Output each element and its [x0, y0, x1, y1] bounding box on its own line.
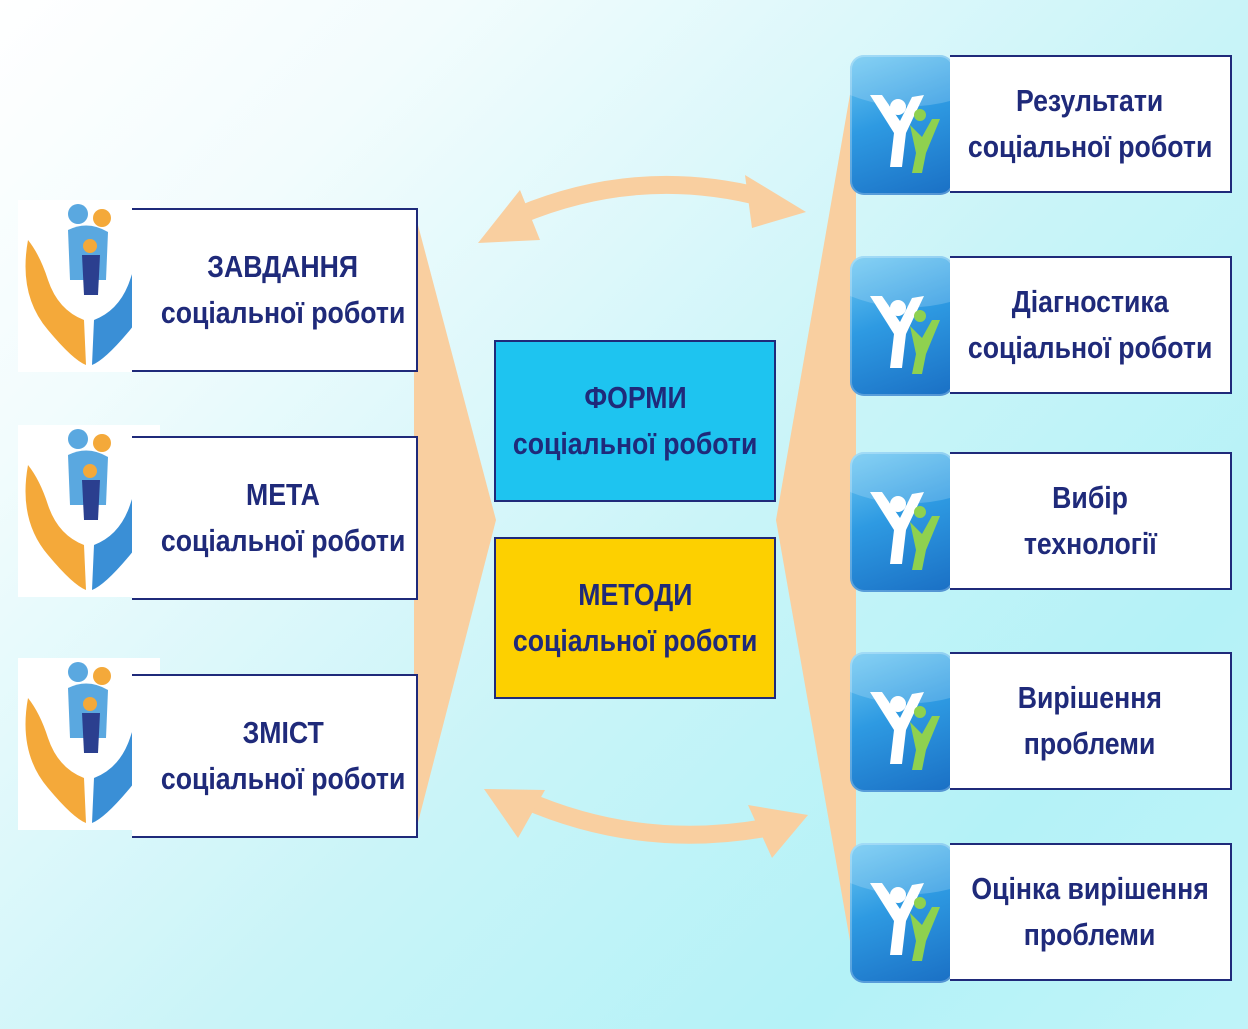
- center-box-subtitle: соціальної роботи: [512, 623, 758, 658]
- bottom-double-arrow: [484, 789, 808, 858]
- right-box-diagnostyka: Діагностика соціальної роботи: [950, 256, 1232, 394]
- left-box-meta: МЕТА соціальної роботи: [132, 436, 418, 600]
- right-box-line1: Вирішення: [1017, 679, 1163, 715]
- right-fan-connector: [776, 60, 856, 975]
- people-figures-icon: [850, 652, 954, 792]
- right-box-line2: соціальної роботи: [967, 330, 1213, 365]
- center-box-formy: ФОРМИ соціальної роботи: [494, 340, 776, 502]
- right-box-line1: Оцінка вирішення: [971, 870, 1209, 906]
- right-box-rezultaty: Результати соціальної роботи: [950, 55, 1232, 193]
- right-box-line2: проблеми: [1024, 917, 1156, 952]
- people-figures-icon: [850, 256, 954, 396]
- left-box-title: ЗАВДАННЯ: [207, 248, 359, 284]
- right-box-line2: технології: [1023, 526, 1157, 561]
- right-box-line1: Діагностика: [1011, 283, 1169, 319]
- right-box-line2: проблеми: [1024, 726, 1156, 761]
- center-box-title: МЕТОДИ: [577, 576, 693, 612]
- right-box-vybir: Вибір технології: [950, 452, 1232, 590]
- left-box-subtitle: соціальної роботи: [160, 761, 406, 796]
- left-box-zavdannia: ЗАВДАННЯ соціальної роботи: [132, 208, 418, 372]
- left-box-subtitle: соціальної роботи: [160, 523, 406, 558]
- left-fan-connector: [414, 210, 496, 838]
- people-figures-icon: [850, 55, 954, 195]
- right-box-vyrishennia: Вирішення проблеми: [950, 652, 1232, 790]
- top-double-arrow: [478, 175, 806, 243]
- left-box-title: МЕТА: [246, 476, 320, 512]
- left-box-title: ЗМІСТ: [242, 714, 324, 750]
- right-box-line1: Результати: [1016, 82, 1164, 118]
- right-box-line1: Вибір: [1052, 479, 1128, 515]
- right-box-otsinka: Оцінка вирішення проблеми: [950, 843, 1232, 981]
- center-box-subtitle: соціальної роботи: [512, 426, 758, 461]
- center-box-metody: МЕТОДИ соціальної роботи: [494, 537, 776, 699]
- left-box-zmist: ЗМІСТ соціальної роботи: [132, 674, 418, 838]
- left-box-subtitle: соціальної роботи: [160, 295, 406, 330]
- people-figures-icon: [850, 843, 954, 983]
- center-box-title: ФОРМИ: [583, 379, 687, 415]
- right-box-line2: соціальної роботи: [967, 129, 1213, 164]
- people-figures-icon: [850, 452, 954, 592]
